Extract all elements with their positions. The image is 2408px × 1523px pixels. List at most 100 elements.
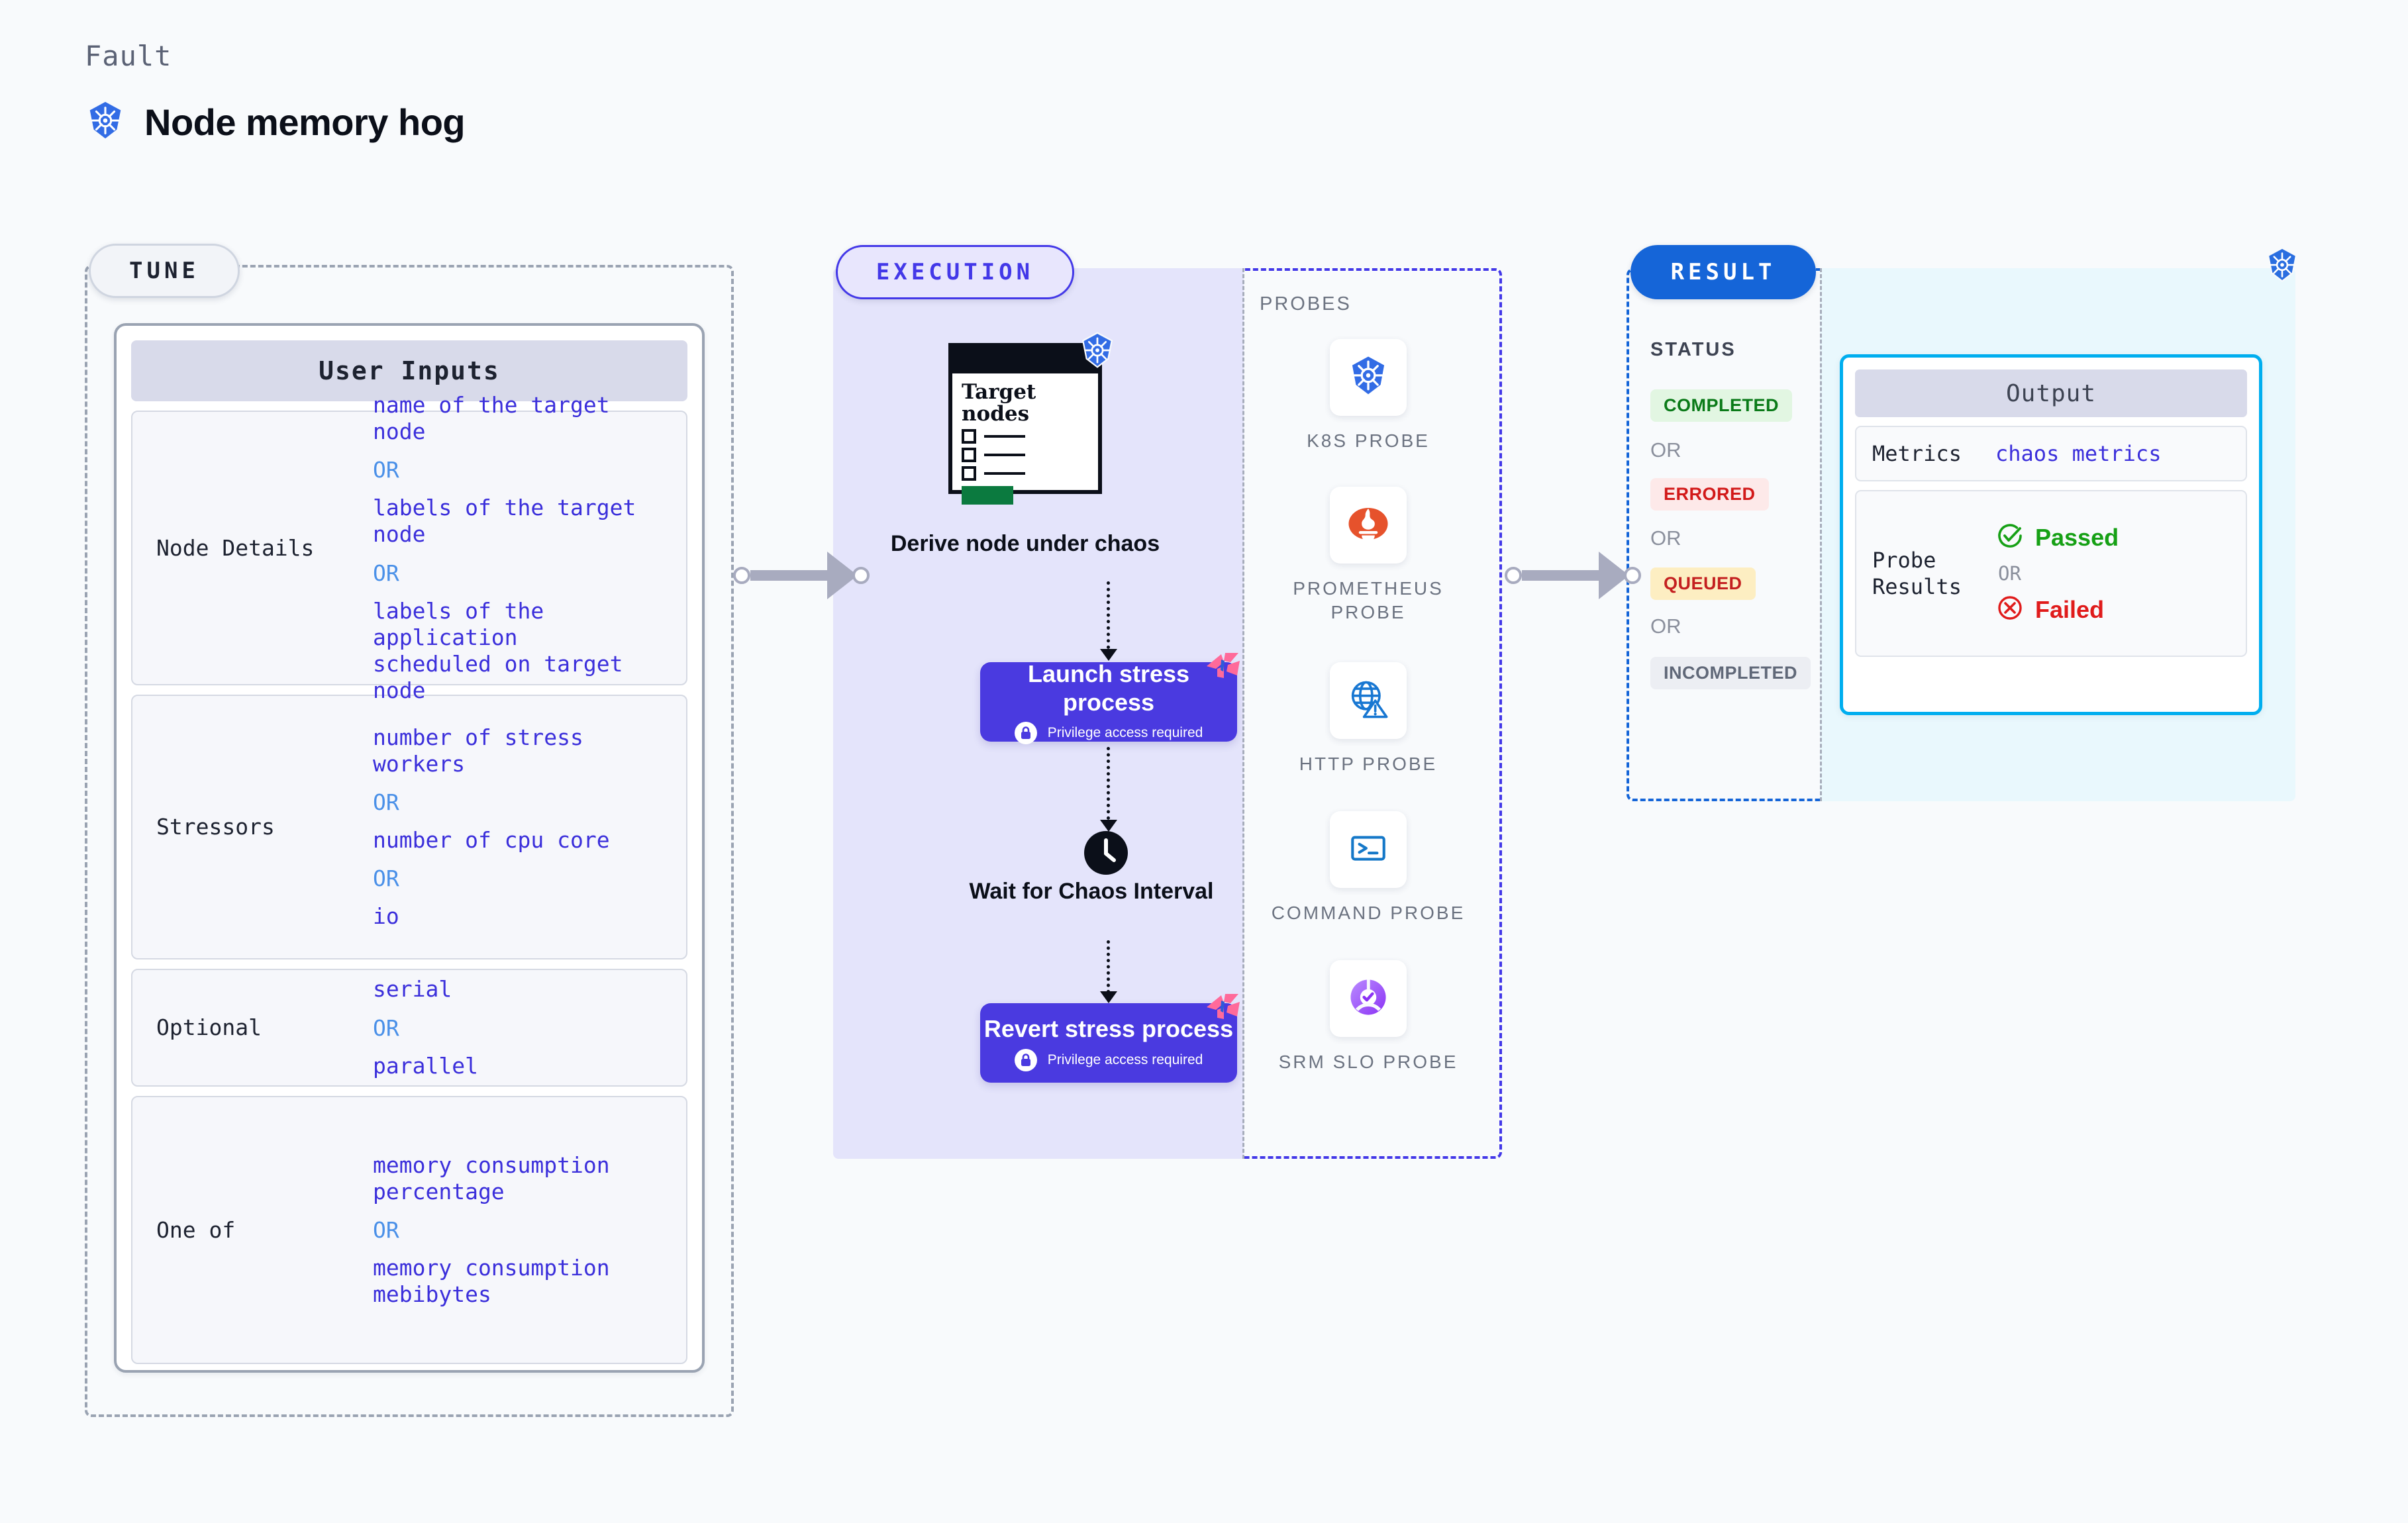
flow-arrow [1107,747,1110,820]
probe-label: PROMETHEUS PROBE [1293,578,1444,623]
input-row-stressors: Stressors number of stress workers OR nu… [131,695,687,959]
or-separator: OR [373,789,399,815]
or-separator: OR [1650,614,1681,638]
kubernetes-icon [85,100,126,144]
or-separator: OR [373,1014,399,1041]
input-value: memory consumption percentage [373,1152,610,1204]
user-inputs-title: User Inputs [131,340,687,401]
fault-kicker: Fault [85,40,172,72]
x-circle-icon [1995,593,2025,626]
kubernetes-icon [1078,331,1117,373]
harness-ribbon-icon [1204,652,1241,685]
input-label: Stressors [156,814,275,840]
page-title: Node memory hog [144,101,466,143]
connector-dot [852,567,870,584]
list-line [984,453,1025,456]
probe-srm-slo[interactable]: SRM SLO PROBE [1262,960,1474,1074]
probe-prometheus[interactable]: PROMETHEUS PROBE [1262,487,1474,625]
kubernetes-icon [1345,353,1391,403]
lock-icon [1014,1048,1037,1071]
user-inputs-card: User Inputs Node Details name of the tar… [114,323,705,1373]
tune-panel [85,265,734,1417]
connector-dot [733,567,750,584]
output-title: Output [1855,369,2247,417]
status-badge-incompleted: INCOMPLETED [1650,657,1811,689]
connector-dot [1505,567,1522,584]
harness-ribbon-icon [1204,993,1241,1026]
input-value: number of stress workers [373,724,583,777]
clock-icon [1082,829,1130,880]
execution-section-pill: EXECUTION [836,245,1074,299]
input-value: io [373,903,399,930]
target-nodes-card: Target nodes [948,332,1113,505]
connector-execution-to-result [1505,552,1641,599]
probe-command[interactable]: COMMAND PROBE [1262,811,1474,925]
probe-http[interactable]: HTTP PROBE [1262,662,1474,776]
arrow-head-icon [1100,649,1117,661]
input-label: Node Details [156,534,315,561]
target-nodes-title: Target nodes [962,380,1036,426]
probe-k8s[interactable]: K8S PROBE [1262,339,1474,453]
input-value: name of the target node [373,391,610,444]
output-value: chaos metrics [1995,441,2162,466]
step-title: Revert stress process [983,1015,1234,1043]
slo-gauge-icon [1346,975,1391,1023]
checkbox-icon [962,428,976,444]
arrow-head-icon [1100,991,1117,1003]
output-label: Metrics [1872,441,1962,466]
step-revert-stress-process[interactable]: Revert stress process Privilege access r… [980,994,1240,1083]
connector-line [1522,570,1600,581]
wait-chaos-caption: Wait for Chaos Interval [969,879,1214,904]
input-row-optional: Optional serial OR parallel [131,969,687,1087]
status-badge-queued: QUEUED [1650,567,1756,600]
connector-tune-to-execution [733,552,870,599]
input-value: labels of the application scheduled on t… [373,597,623,704]
connector-dot [1624,567,1641,584]
input-value: number of cpu core [373,827,610,853]
connector-line [750,570,828,581]
step-subtitle: Privilege access required [1047,725,1203,741]
or-separator: OR [1998,562,2021,585]
input-value: memory consumption mebibytes [373,1255,610,1308]
probe-label: K8S PROBE [1307,430,1430,451]
probe-label: COMMAND PROBE [1271,903,1466,923]
output-row-metrics: Metrics chaos metrics [1855,426,2247,481]
terminal-icon [1346,826,1390,873]
tune-section-pill: TUNE [89,244,240,298]
flow-arrow [1107,940,1110,993]
result-status-divider [1820,268,1822,801]
probes-label: PROBES [1260,293,1352,315]
status-badge-completed: COMPLETED [1650,389,1793,422]
flow-arrow [1107,581,1110,649]
or-separator: OR [373,457,399,483]
input-value: labels of the target node [373,495,636,548]
derive-node-caption: Derive node under chaos [890,531,1160,556]
arrow-head-icon [1100,820,1117,832]
checkbox-icon [962,447,976,462]
or-separator: OR [1650,526,1681,550]
step-launch-stress-process[interactable]: Launch stress process Privilege access r… [980,653,1240,745]
prometheus-icon [1345,501,1391,550]
page-header: Fault Node memory hog [85,40,466,144]
input-label: One of [156,1216,236,1243]
globe-warning-icon [1346,677,1391,725]
or-separator: OR [1650,438,1681,462]
step-title: Launch stress process [1027,660,1190,716]
lock-icon [1014,722,1037,745]
status-bar-green [962,485,1013,505]
list-line [984,471,1025,475]
or-separator: OR [373,865,399,892]
input-row-one-of: One of memory consumption percentage OR … [131,1096,687,1364]
check-circle-icon [1995,521,2025,554]
or-separator: OR [373,1217,399,1243]
probe-result-failed: Failed [1995,593,2119,626]
probe-label: SRM SLO PROBE [1278,1052,1458,1072]
output-label: Probe Results [1872,548,1962,599]
input-label: Optional [156,1014,262,1041]
or-separator: OR [373,560,399,586]
status-badge-errored: ERRORED [1650,478,1769,511]
execution-probes-divider [1242,268,1244,1159]
failed-label: Failed [2035,595,2105,623]
probe-result-passed: Passed [1995,521,2119,554]
output-card: Output Metrics chaos metrics Probe Resul… [1840,354,2262,715]
